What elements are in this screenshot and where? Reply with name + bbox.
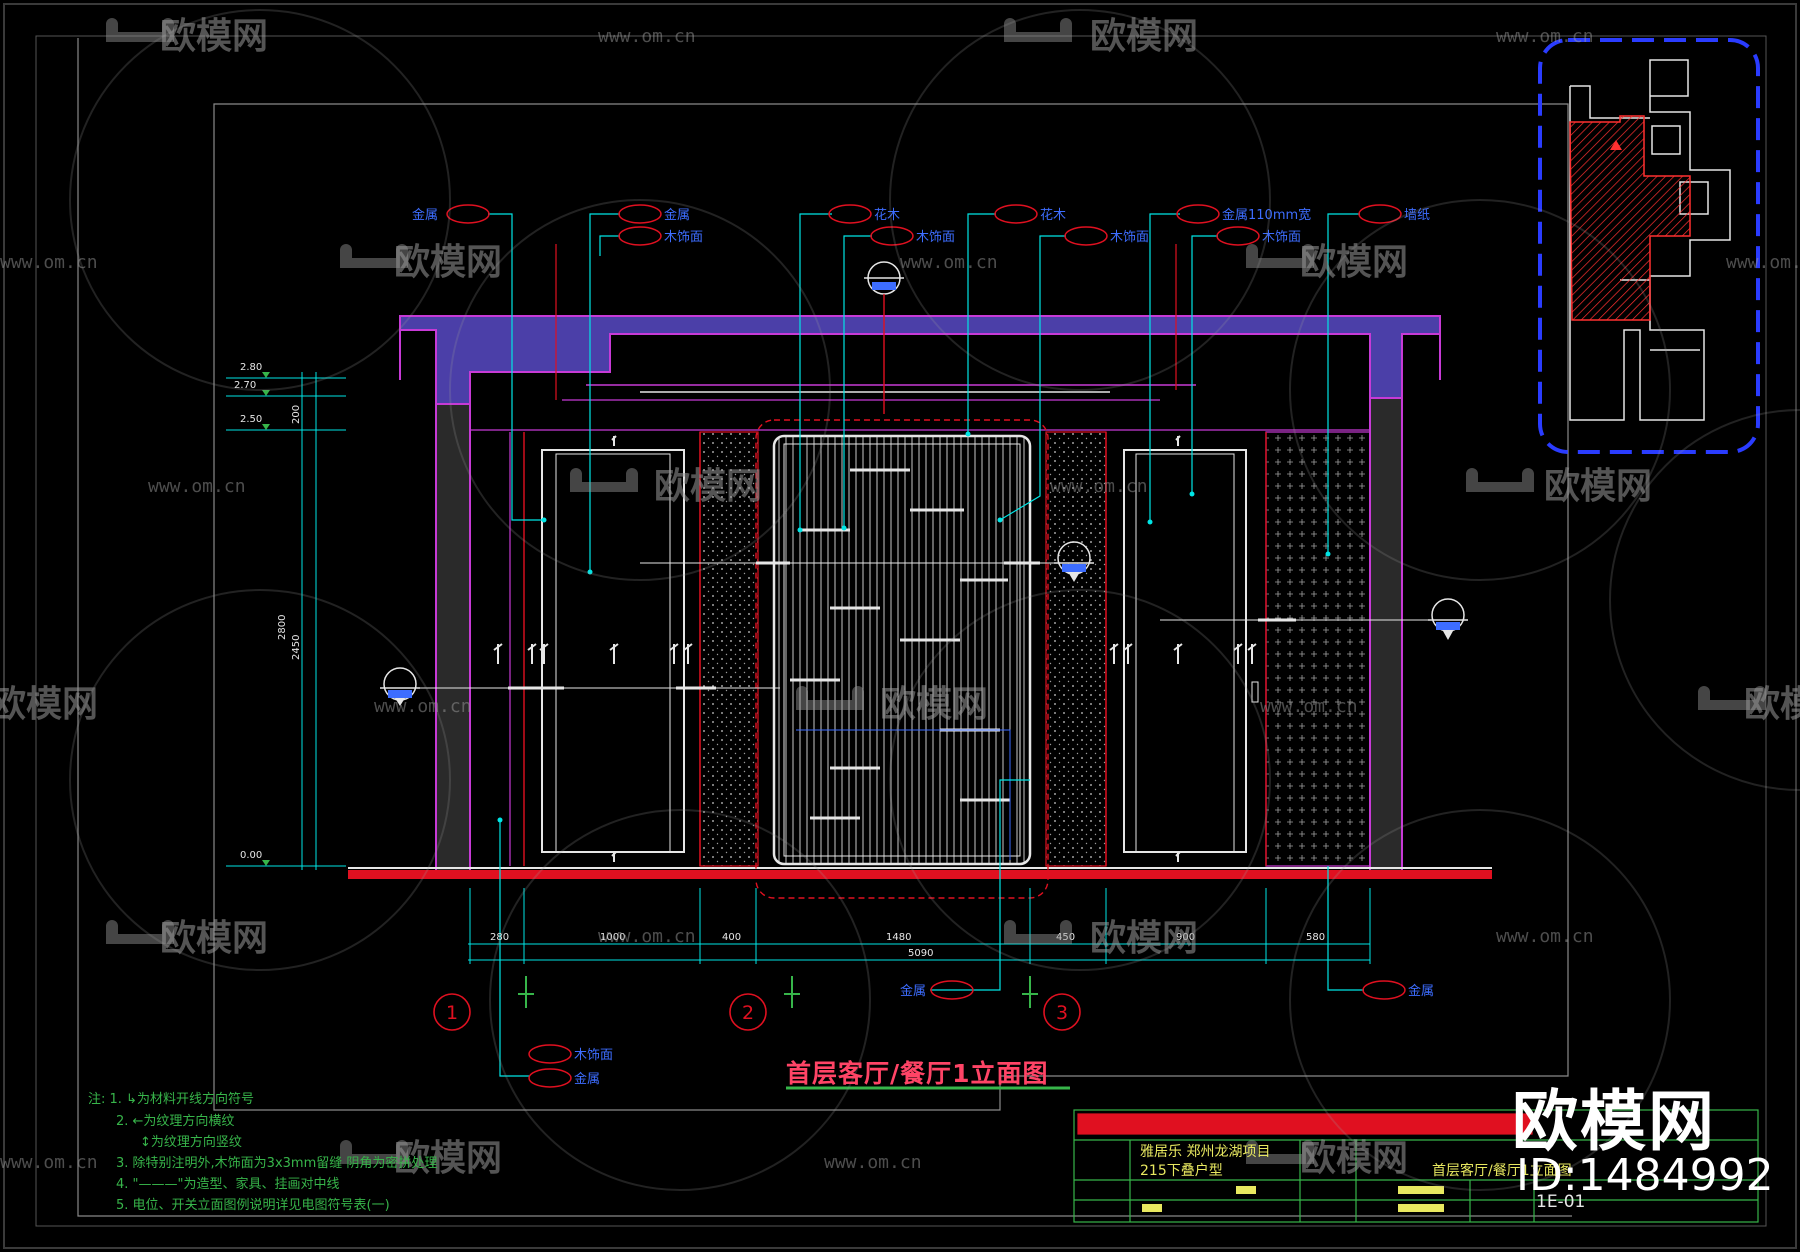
tag-label: 木饰面 [1262, 230, 1301, 245]
overlay-id: ID:1484992 [1516, 1150, 1774, 1201]
overlay-logo: 欧模网 [1512, 1083, 1716, 1160]
bottom-dim: 280 [490, 932, 509, 943]
note-line: 5. 电位、开关立面图例说明详见电图符号表(一) [116, 1198, 390, 1213]
section-symbol-left [380, 667, 420, 706]
sheet-frame-outer [3, 3, 1797, 1249]
drawing-region-frame [213, 103, 1569, 1111]
grid-axis-3: 3 [1043, 993, 1081, 1031]
project-type: 215下叠户型 [1140, 1163, 1223, 1179]
tag-label: 金属 [574, 1071, 600, 1087]
level-label: 2.80 [240, 362, 262, 373]
bottom-dim: 1480 [886, 932, 911, 943]
right-dotted-panel [1045, 431, 1107, 867]
svg-text:www.om.cn: www.om.cn [1726, 252, 1800, 273]
tag-label: 木饰面 [1110, 230, 1149, 245]
title-block [1073, 1109, 1759, 1223]
svg-text:www.om.cn: www.om.cn [0, 1152, 98, 1173]
svg-text:欧模网: 欧模网 [394, 242, 502, 283]
svg-text:1: 1 [446, 1002, 458, 1024]
tag-label: 金属 [900, 983, 926, 999]
svg-text:www.om.cn: www.om.cn [148, 476, 246, 497]
right-cross-panel [1265, 431, 1371, 867]
tag-label: 花木 [1040, 207, 1066, 223]
svg-text:www.om.cn: www.om.cn [1050, 476, 1148, 497]
tag-label: 金属 [1408, 983, 1434, 999]
svg-text:www.om.cn: www.om.cn [1260, 696, 1358, 717]
tag-label: 木饰面 [574, 1048, 613, 1063]
note-line: 3. 除特别注明外,木饰面为3x3mm留缝 阴角为密拼处理 [116, 1156, 438, 1171]
svg-text:www.om.cn: www.om.cn [824, 1152, 922, 1173]
grid-axis-1: 1 [433, 993, 471, 1031]
svg-text:欧模网: 欧模网 [1744, 684, 1800, 725]
sheet-frame-inner [35, 35, 1767, 1227]
vertical-dim: 200 [291, 405, 302, 424]
svg-text:欧模网: 欧模网 [1300, 1138, 1408, 1179]
svg-text:欧模网: 欧模网 [160, 918, 268, 959]
drawing-title: 首层客厅/餐厅1立面图 [786, 1059, 1049, 1088]
bottom-dim: 580 [1306, 932, 1325, 943]
level-label: 2.50 [240, 414, 262, 425]
vertical-dim: 2450 [291, 635, 302, 660]
svg-text:www.om.cn: www.om.cn [374, 696, 472, 717]
total-dim: 5090 [908, 948, 933, 959]
note-line: 4. "———"为造型、家具、挂画对中线 [116, 1177, 340, 1192]
tag-label: 金属 [412, 207, 438, 223]
note-line: 2. ←为纹理方向横纹 [116, 1114, 235, 1129]
tag-label: 花木 [874, 207, 900, 223]
svg-text:www.om.cn: www.om.cn [1496, 26, 1594, 47]
watermark-layer: 欧模网 欧模网 欧模网 欧模网 欧模网 欧模网 欧模网 欧模网 欧模网 欧模网 … [0, 9, 1800, 1191]
left-wall [435, 403, 471, 875]
sheet-number: 1E-01 [1536, 1192, 1586, 1212]
svg-text:www.om.cn: www.om.cn [598, 926, 696, 947]
svg-text:www.om.cn: www.om.cn [1496, 926, 1594, 947]
grid-axis-2: 2 [729, 993, 767, 1031]
left-dotted-panel [699, 431, 759, 867]
bottom-dim: 400 [722, 932, 741, 943]
svg-text:www.om.cn: www.om.cn [900, 252, 998, 273]
svg-text:欧模网: 欧模网 [394, 1138, 502, 1179]
tag-label: 木饰面 [916, 230, 955, 245]
svg-text:2: 2 [742, 1002, 754, 1024]
svg-text:欧模网: 欧模网 [654, 466, 762, 507]
ceiling-section [399, 315, 1441, 407]
svg-text:欧模网: 欧模网 [160, 16, 268, 57]
section-symbol-center [1054, 541, 1094, 582]
level-label: 0.00 [240, 850, 262, 861]
key-plan [1538, 38, 1760, 454]
right-wall [1369, 397, 1403, 875]
bottom-dim: 450 [1056, 932, 1075, 943]
svg-text:欧模网: 欧模网 [0, 684, 98, 725]
sheet-name: 首层客厅/餐厅1立面图 [1432, 1163, 1572, 1179]
svg-text:欧模网: 欧模网 [1544, 466, 1652, 507]
tag-label: 金属 [664, 207, 690, 223]
right-door [1123, 449, 1247, 853]
level-label: 2.70 [234, 380, 256, 391]
svg-text:www.om.cn: www.om.cn [0, 252, 98, 273]
svg-text:欧模网: 欧模网 [1090, 918, 1198, 959]
tag-label: 木饰面 [664, 230, 703, 245]
tag-label: 墙纸 [1404, 208, 1430, 223]
svg-text:欧模网: 欧模网 [880, 684, 988, 725]
center-screen-dashed [755, 419, 1049, 899]
project-name: 雅居乐 郑州龙湖项目 [1140, 1144, 1271, 1160]
bottom-dim: 1000 [600, 932, 625, 943]
section-symbol-right [1428, 598, 1468, 640]
svg-text:欧模网: 欧模网 [1090, 16, 1198, 57]
note-line: 注: 1. ↳为材料开线方向符号 [88, 1092, 254, 1107]
center-screen [772, 434, 1032, 866]
svg-text:3: 3 [1056, 1002, 1068, 1024]
vertical-dim: 2800 [277, 615, 288, 640]
section-symbol-top [864, 261, 904, 414]
svg-text:www.om.cn: www.om.cn [598, 26, 696, 47]
bottom-dim: 900 [1176, 932, 1195, 943]
floor-line [348, 870, 1492, 879]
svg-text:欧模网: 欧模网 [1300, 242, 1408, 283]
note-line: ↕为纹理方向竖纹 [140, 1135, 242, 1150]
tag-label: 金属110mm宽 [1222, 207, 1311, 223]
